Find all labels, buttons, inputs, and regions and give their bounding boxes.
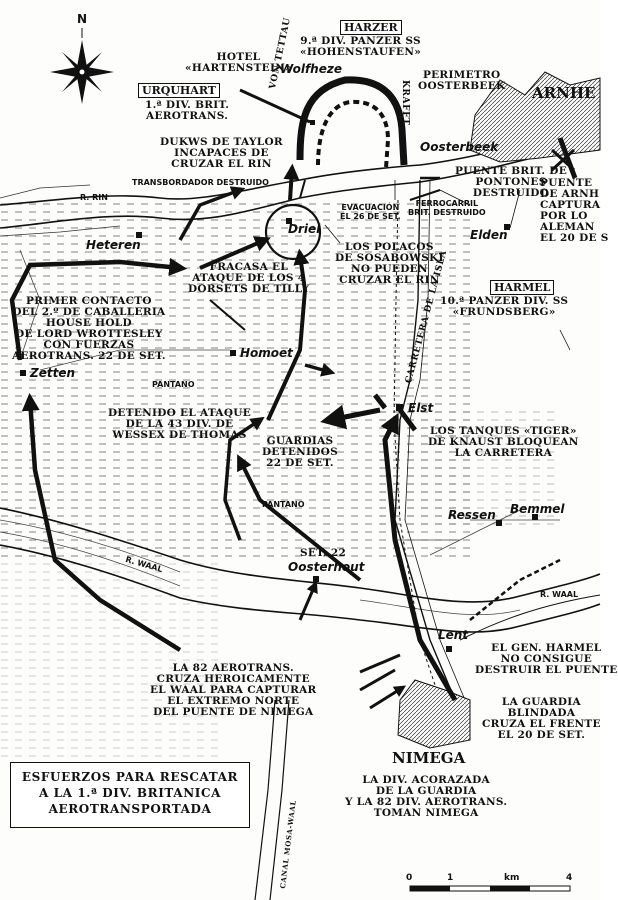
terrain-pantano-2: PANTANO — [262, 500, 305, 509]
label-urquhart-div: 1.ª DIV. BRIT. AEROTRANS. — [145, 99, 230, 122]
title-line-2: A LA 1.ª DIV. BRITANICA — [38, 786, 222, 800]
label-hotel: HOTEL «HARTENSTEIN» — [185, 51, 292, 74]
scale-bar — [409, 885, 571, 892]
railway-bridge-mark — [409, 189, 441, 201]
label-set22: SET. 22 — [300, 547, 347, 559]
callout-leaders — [324, 180, 571, 351]
label-pontones: PUENTE BRIT. DE PONTONES DESTRUIDO — [455, 165, 568, 199]
map-canvas: N HARZER URQUHART HARMEL 9.ª DIV. PANZER… — [0, 12, 618, 900]
commander-harmel: HARMEL — [490, 280, 555, 295]
marsh-area-east — [380, 410, 560, 530]
label-primer-contacto: PRIMER CONTACTO DEL 2.º DE CABALLERIA HO… — [12, 295, 166, 362]
cavalry-route-arrow — [21, 392, 182, 652]
place-lent: Lent — [438, 628, 469, 642]
label-guardia-blindada: LA GUARDIA BLINDADA CRUZA EL FRENTE EL 2… — [482, 696, 601, 741]
place-elst: Elst — [408, 401, 434, 415]
place-elden: Elden — [470, 228, 508, 242]
river-waal-south-bank — [0, 544, 601, 633]
river-waal-flow-lines — [0, 519, 521, 615]
terrain-pantano-1: PANTANO — [152, 380, 195, 389]
title-line-3: AEROTRANSPORTADA — [48, 802, 212, 816]
label-guardias: GUARDIAS DETENIDOS 22 DE SET. — [262, 435, 338, 469]
river-waal-label-e: R. WAAL — [540, 590, 579, 599]
label-polacos: LOS POLACOS DE SOSABOWSKI NO PUEDEN CRUZ… — [335, 241, 444, 286]
label-dukws: DUKWS DE TAYLOR INCAPACES DE CRUZAR EL R… — [160, 136, 283, 170]
label-harmel-bridge: EL GEN. HARMEL NO CONSIGUE DESTRUIR EL P… — [475, 642, 618, 676]
scale-label-0: 0 — [406, 873, 413, 883]
island-road — [394, 179, 456, 701]
place-nimega: NIMEGA — [392, 749, 466, 767]
river-waal-north-bank — [0, 507, 601, 603]
river-rhine-dike — [0, 184, 121, 237]
label-harzer-div: 9.ª DIV. PANZER SS «HOHENSTAUFEN» — [300, 35, 422, 58]
waal-crossing-arrows — [359, 653, 402, 710]
map-title-box: ESFUERZOS PARA RESCATAR A LA 1.ª DIV. BR… — [10, 762, 250, 828]
tiger-arrow-2 — [398, 408, 417, 432]
village-markers — [20, 120, 538, 652]
place-ressen: Ressen — [448, 508, 496, 522]
urquhart-pointer — [239, 88, 311, 124]
compass-north-label: N — [77, 12, 88, 26]
place-driel: Driel — [288, 222, 321, 236]
commander-urquhart: URQUHART — [138, 83, 220, 98]
driel-north-arrow — [283, 163, 300, 201]
canal-line — [254, 699, 276, 900]
oosterbeek-perimeter — [316, 99, 391, 169]
river-rin-label: R. RIN — [80, 193, 108, 202]
place-oosterhout: Oosterhout — [288, 560, 365, 574]
homoet-track — [209, 299, 246, 331]
ferry-mark — [299, 179, 306, 199]
place-wolfheze: Wolfheze — [280, 62, 342, 76]
place-homoet: Homoet — [240, 346, 293, 360]
river-waal-east-branch — [459, 594, 601, 641]
commander-harzer: HARZER — [340, 20, 402, 35]
label-tigers: LOS TANQUES «TIGER» DE KNAUST BLOQUEAN L… — [428, 425, 579, 459]
label-div-acorazada: LA DIV. ACORAZADA DE LA GUARDIA Y LA 82 … — [345, 774, 508, 819]
place-heteren: Heteren — [86, 238, 141, 252]
dorsets-arrow — [178, 186, 246, 241]
oosterhout-north-arrow — [298, 580, 318, 621]
nijmegen-urban-area — [397, 679, 471, 749]
cavalry-north-arrow — [9, 257, 188, 361]
perimeter-krafft: KRAFFT — [400, 80, 410, 126]
canal-line-2 — [269, 699, 290, 900]
label-evacuacion: EVACUACIÓN EL 26 DE SET. — [340, 203, 401, 221]
to-driel-arrow — [199, 236, 271, 270]
place-oosterbeek: Oosterbeek — [420, 140, 499, 154]
oosterhout-advance-arrow — [237, 454, 362, 582]
map-graphics — [0, 28, 601, 900]
scale-label-km: km — [504, 873, 520, 883]
title-line-1: ESFUERZOS PARA RESCATAR — [21, 770, 239, 784]
wessex-attack-arrow — [223, 416, 265, 541]
place-arnhem: ARNHE — [532, 84, 596, 102]
guards-main-advance-arrow — [380, 412, 458, 702]
label-transbordador: TRANSBORDADOR DESTRUIDO — [132, 178, 269, 187]
german-perimeter — [296, 76, 408, 166]
label-fracasa: FRACASA EL ATAQUE DE LOS 4 DORSETS DE TI… — [188, 261, 310, 295]
place-zetten: Zetten — [30, 366, 75, 380]
homoet-arrow — [304, 362, 336, 377]
marsh-area-south — [0, 560, 220, 760]
place-bemmel: Bemmel — [510, 502, 565, 516]
label-perimetro: PERIMETRO OOSTERBEEK — [418, 69, 506, 92]
label-puente-arnhem: PUENTE DE ARNH CAPTURA POR LO ALEMAN EL … — [540, 177, 609, 244]
label-ferrocarril: FERROCARRIL BRIT. DESTRUIDO — [408, 199, 486, 217]
label-aerotrans82: LA 82 AEROTRANS. CRUZA HEROICAMENTE EL W… — [150, 662, 317, 718]
harmel-line — [469, 558, 561, 621]
tiger-blocking-arrow — [330, 393, 387, 420]
label-harmel-div: 10.ª PANZER DIV. SS «FRUNDSBERG» — [440, 295, 569, 318]
driel-circle — [264, 203, 322, 261]
label-detenido: DETENIDO EL ATAQUE DE LA 43 DIV. DE WESS… — [108, 407, 252, 441]
compass-rose — [50, 40, 114, 104]
arnhem-urban-area — [469, 71, 601, 163]
scale-label-1: 1 — [447, 873, 454, 883]
arnhem-bridge-line — [557, 137, 578, 179]
driel-advance-arrow — [266, 248, 310, 421]
scale-label-4: 4 — [566, 873, 573, 883]
